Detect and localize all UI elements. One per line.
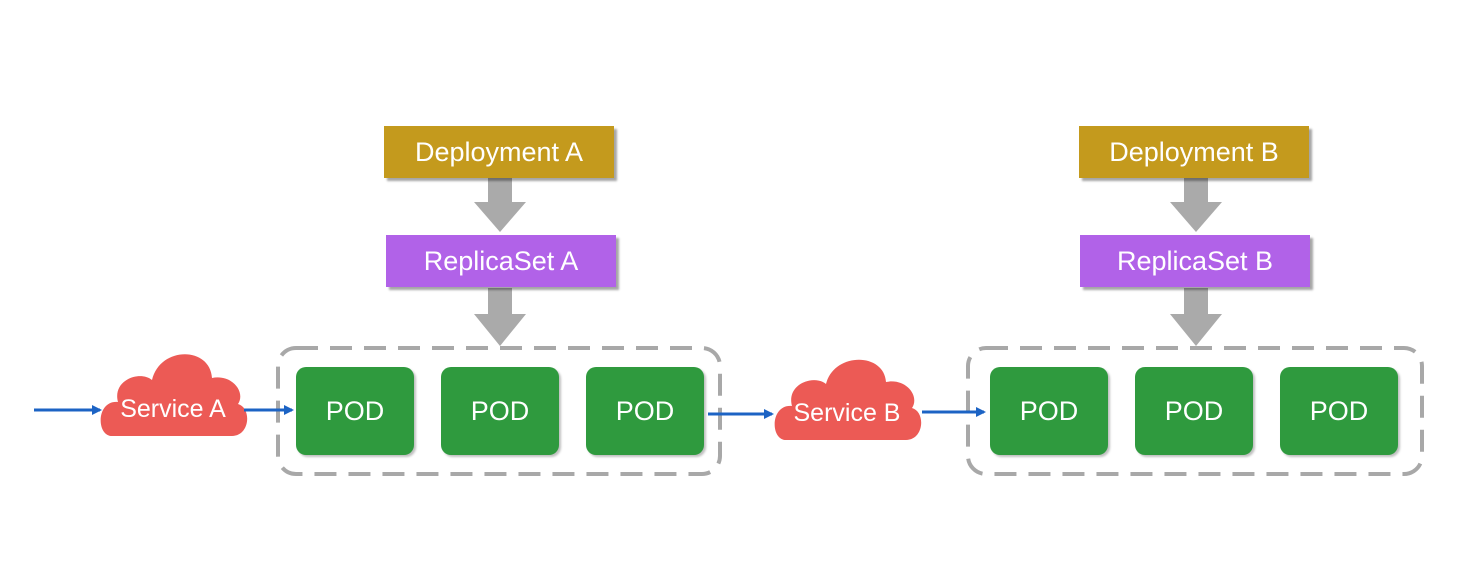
pod-label: POD xyxy=(325,395,385,426)
pod-label: POD xyxy=(615,395,675,426)
pod-label: POD xyxy=(1309,395,1369,426)
pod-label: POD xyxy=(1019,395,1079,426)
replicaset-a-to-pods-a-arrow xyxy=(474,288,526,346)
service-b-label: Service B xyxy=(793,399,901,427)
pod-a-1: POD xyxy=(296,367,414,455)
pod-b-2: POD xyxy=(1135,367,1253,455)
service-a-label: Service A xyxy=(120,395,226,423)
pod-label: POD xyxy=(1164,395,1224,426)
deployment-b-box: Deployment B xyxy=(1079,126,1309,178)
deployment-a-to-replicaset-a-arrow xyxy=(474,178,526,232)
replicaset-b-to-pods-b-arrow xyxy=(1170,288,1222,346)
service-b-cloud-icon xyxy=(774,359,922,440)
pod-a-2: POD xyxy=(441,367,559,455)
pod-b-1: POD xyxy=(990,367,1108,455)
replicaset-b-box: ReplicaSet B xyxy=(1080,235,1310,287)
deployment-a-label: Deployment A xyxy=(414,136,584,167)
deployment-a-box: Deployment A xyxy=(384,126,614,178)
pod-b-3: POD xyxy=(1280,367,1398,455)
pod-a-3: POD xyxy=(586,367,704,455)
replicaset-a-label: ReplicaSet A xyxy=(423,245,579,276)
replicaset-b-label: ReplicaSet B xyxy=(1116,245,1274,276)
deployment-b-to-replicaset-b-arrow xyxy=(1170,178,1222,232)
pod-label: POD xyxy=(470,395,530,426)
service-a-cloud-icon xyxy=(100,354,248,436)
deployment-b-label: Deployment B xyxy=(1109,136,1279,167)
replicaset-a-box: ReplicaSet A xyxy=(386,235,616,287)
